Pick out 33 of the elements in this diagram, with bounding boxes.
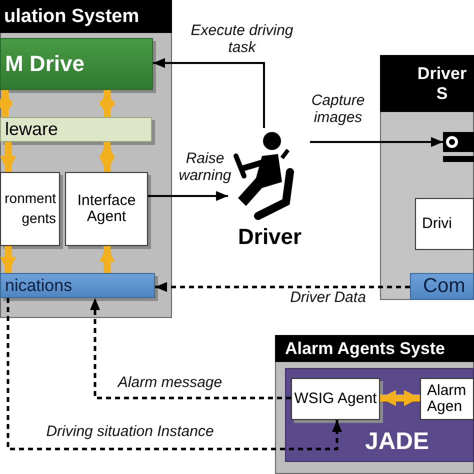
driver-label: Driver <box>238 224 302 250</box>
platform-label: JADE <box>365 428 430 456</box>
arrow <box>155 282 410 292</box>
agent-box: ronment gents <box>0 172 60 246</box>
layer-bar: M Drive <box>0 38 153 90</box>
edge-label: Driving situation Instance <box>45 423 215 440</box>
block-arrow <box>0 90 13 117</box>
block-arrow <box>99 142 115 172</box>
agent-box: Interface Agent <box>65 172 148 246</box>
panel-title: ulation System <box>0 0 172 33</box>
edge-label: Driver Data <box>289 289 367 306</box>
panel-title: Alarm Agents Syste <box>275 335 474 362</box>
agent-box: Drivi <box>415 198 474 250</box>
block-arrow <box>99 246 115 273</box>
arrow <box>6 298 342 450</box>
edge-label: Execute driving task <box>190 22 294 56</box>
agent-box: Alarm Agen <box>420 378 474 420</box>
agent-box: WSIG Agent <box>291 378 380 420</box>
arrow <box>153 58 265 128</box>
block-arrow <box>380 390 420 406</box>
edge-label: Capture images <box>310 92 366 126</box>
edge-label: Alarm message <box>116 374 224 392</box>
edge-label: Raise warning <box>178 150 232 184</box>
arrow <box>148 191 228 201</box>
arrow <box>310 137 443 147</box>
block-arrow <box>99 90 115 117</box>
block-arrow <box>0 142 16 172</box>
layer-bar: nications <box>0 273 155 298</box>
arrow <box>90 298 291 400</box>
layer-bar: leware <box>0 117 152 142</box>
panel-title: Driver S <box>380 55 474 112</box>
block-arrow <box>0 246 16 273</box>
layer-bar: Com <box>410 273 474 300</box>
